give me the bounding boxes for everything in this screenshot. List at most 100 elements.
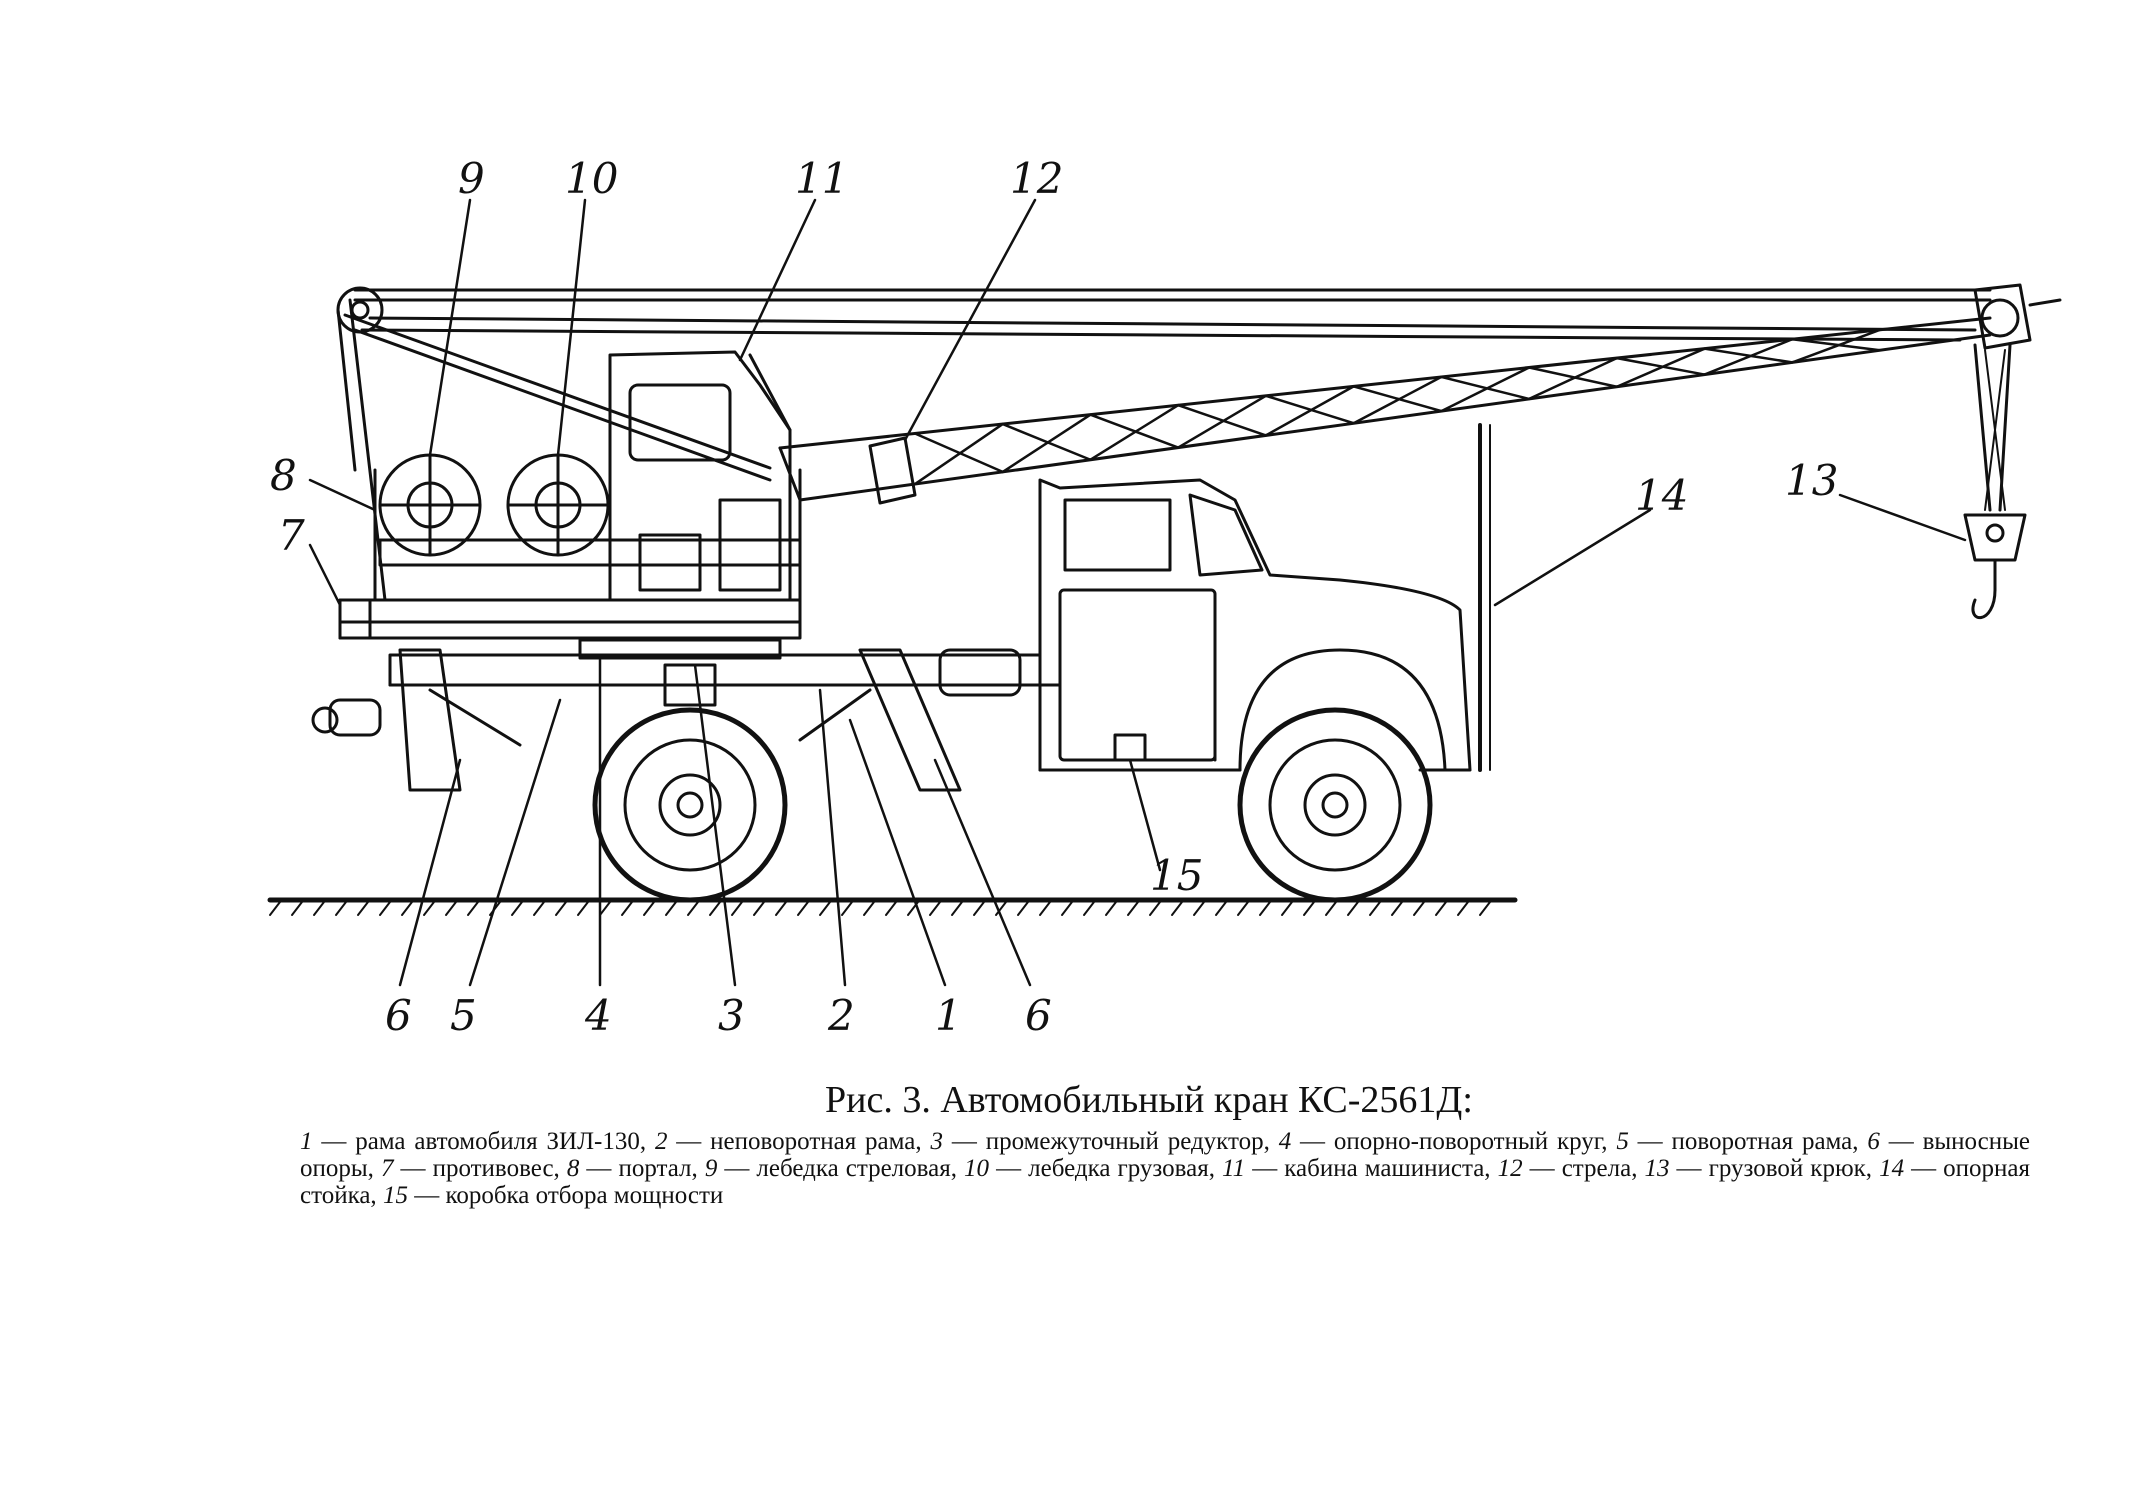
ground-hatch-mark [709, 901, 721, 916]
legend-text: кабина машиниста, [1284, 1155, 1491, 1182]
ground-hatch-mark [445, 901, 457, 916]
callout-2: 2 [828, 991, 855, 1040]
ground-hatch-mark [841, 901, 853, 916]
legend-entry-3: 3 — промежуточный редуктор, [931, 1128, 1270, 1155]
ground-hatch-mark [687, 901, 699, 916]
boom-lattice-brace [1440, 366, 1531, 413]
legend-separator: — [667, 1128, 711, 1155]
legend-separator: — [312, 1128, 356, 1155]
legend-number: 1 [300, 1128, 313, 1155]
ground-hatch-mark [1149, 901, 1161, 916]
ground-hatch-mark [467, 901, 479, 916]
chassis-frame [311, 638, 1062, 792]
front-wheel [1237, 707, 1433, 903]
legend-number: 10 [964, 1155, 990, 1182]
callout-5: 5 [450, 991, 477, 1040]
legend-text: неповоротная рама, [710, 1128, 922, 1155]
callout-1: 1 [935, 991, 962, 1040]
legend-entry-12: 12 — стрела, [1498, 1155, 1638, 1182]
legend-separator: — [393, 1155, 433, 1182]
ground-hatch-mark [797, 901, 809, 916]
boom-lattice-brace [1615, 347, 1706, 388]
legend-text: коробка отбора мощности [445, 1182, 724, 1209]
ground-hatch-mark [599, 901, 611, 916]
callout-14: 14 [1635, 471, 1689, 520]
ground-hatch-mark [1171, 901, 1183, 916]
ground-hatch-mark [775, 901, 787, 916]
legend-entry-4: 4 — опорно-поворотный круг, [1279, 1128, 1608, 1155]
ground-hatch-mark [1457, 901, 1469, 916]
ground-hatch-mark [863, 901, 875, 916]
callout-12: 12 [1010, 154, 1064, 203]
boom-lattice-brace [913, 422, 1004, 486]
legend-text: лебедка грузовая, [1028, 1155, 1215, 1182]
legend-number: 7 [380, 1155, 394, 1182]
leader-lines [308, 198, 1967, 987]
legend-number: 3 [930, 1128, 944, 1155]
legend-entry-11: 11 — кабина машиниста, [1222, 1155, 1491, 1182]
ground-hatch-mark [1347, 901, 1359, 916]
caption-title: Рис. 3. Автомобильный кран КС-2561Д: [825, 1079, 1473, 1121]
legend-entry-1: 1 — рама автомобиля ЗИЛ-130, [300, 1128, 646, 1155]
legend-number: 9 [704, 1155, 718, 1182]
boom-lattice-brace [1703, 347, 1794, 364]
legend-separator: — [1522, 1155, 1562, 1182]
legend-text: рама автомобиля ЗИЛ-130, [355, 1128, 647, 1155]
ground-hatch-mark [291, 901, 303, 916]
legend-text: противовес, [432, 1155, 560, 1182]
ground-hatch-mark [533, 901, 545, 916]
legend-entry-2: 2 — неповоротная рама, [655, 1128, 922, 1155]
legend-separator: — [989, 1155, 1029, 1182]
callout-15: 15 [1150, 851, 1204, 900]
legend-separator: — [717, 1155, 757, 1182]
legend-entry-8: 8 — портал, [567, 1155, 698, 1182]
legend-separator: — [1879, 1128, 1923, 1155]
ground-hatch-mark [1061, 901, 1073, 916]
ground-hatch-mark [885, 901, 897, 916]
caption-legend: 1 — рама автомобиля ЗИЛ-130, 2 — неповор… [300, 1128, 2030, 1209]
ground-hatch-mark [1215, 901, 1227, 916]
ground-hatch-mark [1127, 901, 1139, 916]
boom-lattice-brace [1791, 328, 1882, 364]
ground-hatch-mark [1435, 901, 1447, 916]
legend-text: промежуточный редуктор, [985, 1128, 1270, 1155]
legend-separator: — [943, 1128, 986, 1155]
ground-hatch-mark [731, 901, 743, 916]
boom-lattice-brace [1527, 356, 1619, 401]
legend-entry-7: 7 — противовес, [381, 1155, 560, 1182]
ground-hatch-mark [555, 901, 567, 916]
ground-hatch-mark [995, 901, 1007, 916]
ground-hatch-mark [643, 901, 655, 916]
ground-hatch-mark [313, 901, 325, 916]
boom-lattice-brace [1176, 394, 1268, 449]
ground [267, 897, 1518, 916]
legend-text: грузовой крюк, [1708, 1155, 1873, 1182]
ground-hatch-mark [1325, 901, 1337, 916]
boom-head-and-hook [1963, 283, 2062, 619]
ground-hatch-mark [379, 901, 391, 916]
legend-text: поворотная рама, [1671, 1128, 1859, 1155]
legend-separator: — [1245, 1155, 1285, 1182]
truck-cab [1038, 423, 1491, 772]
ground-hatch-mark [1083, 901, 1095, 916]
ground-hatch-mark [621, 901, 633, 916]
callout-13: 13 [1785, 456, 1839, 505]
legend-number: 4 [1278, 1128, 1292, 1155]
boom [778, 316, 1992, 505]
legend-text: опорная стойка, [300, 1155, 2031, 1209]
ground-hatch-mark [1391, 901, 1403, 916]
boom-lattice-brace [1264, 385, 1355, 437]
legend-entry-9: 9 — лебедка стреловая, [705, 1155, 957, 1182]
legend-number: 13 [1644, 1155, 1670, 1182]
callout-6-right: 6 [1025, 991, 1052, 1040]
rear-wheel [592, 707, 788, 903]
boom-lattice-brace [1001, 413, 1092, 474]
winch-platform [338, 453, 802, 640]
ground-hatch-mark [1237, 901, 1249, 916]
callout-4: 4 [585, 991, 612, 1040]
ground-hatch-mark [973, 901, 985, 916]
legend-text: опорно-поворотный круг, [1333, 1128, 1608, 1155]
ground-hatch-mark [929, 901, 941, 916]
